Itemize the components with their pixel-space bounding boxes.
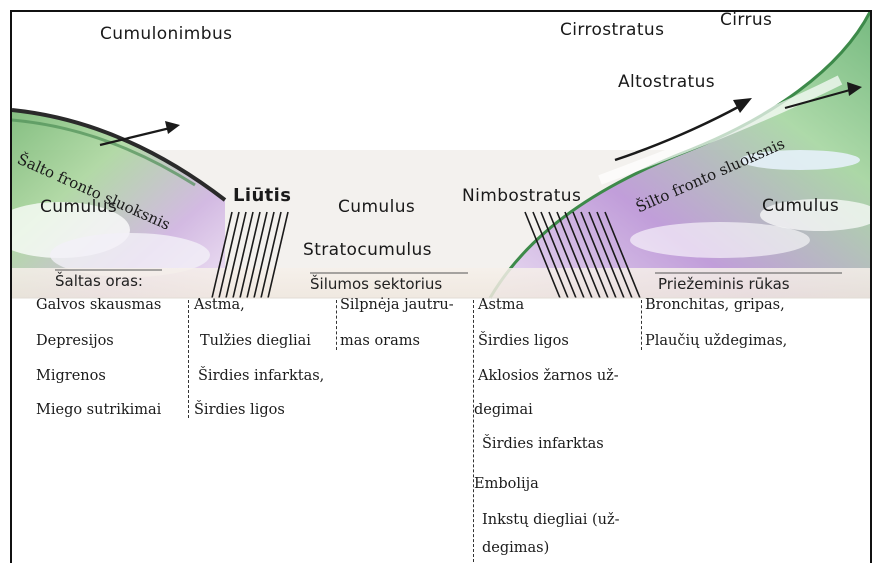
cold-air-item: Galvos skausmas [36, 297, 161, 313]
warm-front-item: degimai [474, 402, 533, 418]
cumulus-middle-label: Cumulus [338, 197, 415, 217]
warm-front-item: Širdies infarktas [482, 436, 604, 452]
cold-air-item: Migrenos [36, 368, 106, 384]
nimbostratus-label: Nimbostratus [462, 186, 581, 206]
column-divider-3 [473, 300, 474, 562]
cirrus-label: Cirrus [720, 10, 772, 30]
heavy-rain-label: Liūtis [233, 185, 291, 206]
warm-front-item: Širdies ligos [478, 333, 569, 349]
ground-fog-heading: Priežeminis rūkas [658, 275, 790, 293]
cold-front-item: Širdies infarktas, [198, 368, 324, 384]
warm-front-item: Aklosios žarnos už- [478, 368, 619, 384]
cold-air-item: Depresijos [36, 333, 114, 349]
warm-front-item: Astma [478, 297, 524, 313]
cumulonimbus-label: Cumulonimbus [100, 24, 232, 44]
warm-sector-item: mas orams [340, 333, 420, 349]
warm-sector-item: Silpnėja jautru- [340, 297, 454, 313]
warm-front-item: degimas) [482, 540, 549, 556]
column-divider-2 [336, 300, 337, 350]
cold-front-item: Astma, [194, 297, 245, 313]
ground-fog-item: Plaučių uždegimas, [645, 333, 787, 349]
altostratus-label: Altostratus [618, 72, 715, 92]
column-divider-1 [188, 300, 189, 418]
cold-front-item: Širdies ligos [194, 402, 285, 418]
cumulus-right-label: Cumulus [762, 196, 839, 216]
cold-air-item: Miego sutrikimai [36, 402, 161, 418]
column-divider-4 [641, 300, 642, 350]
cold-front-item: Tulžies diegliai [200, 333, 311, 349]
stratocumulus-label: Stratocumulus [303, 240, 432, 260]
ground-fog-item: Bronchitas, gripas, [645, 297, 785, 313]
cold-air-heading: Šaltas oras: [55, 272, 143, 290]
warm-front-item: Inkstų diegliai (už- [482, 512, 620, 528]
warm-front-item: Embolija [474, 476, 539, 492]
cirrostratus-label: Cirrostratus [560, 20, 664, 40]
warm-sector-heading: Šilumos sektorius [310, 275, 442, 293]
